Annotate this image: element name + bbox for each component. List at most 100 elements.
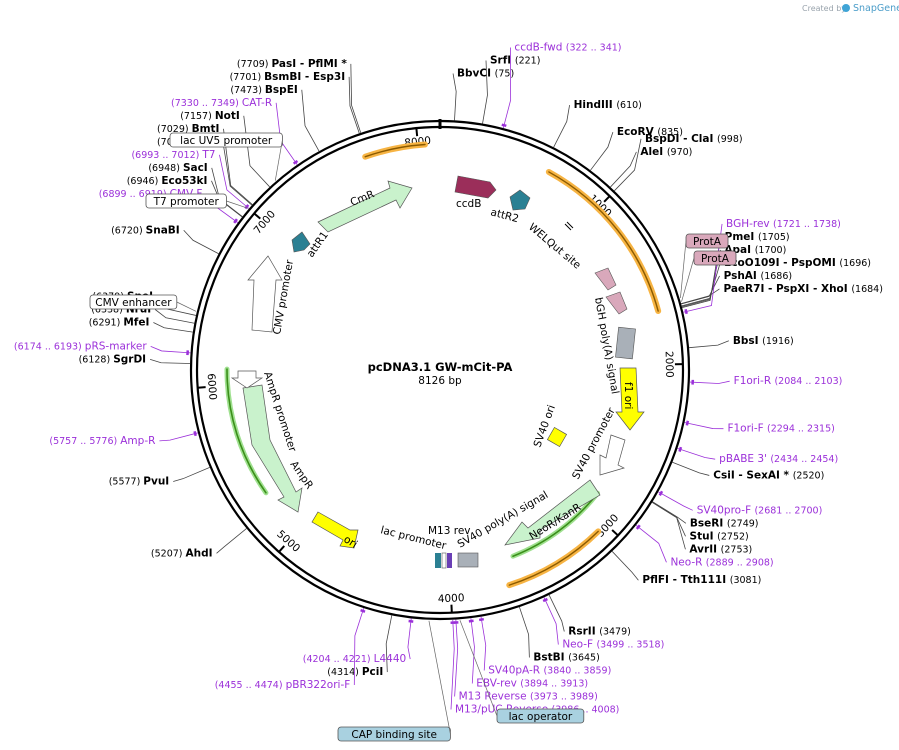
leader-line <box>350 63 362 134</box>
site-sgrdi[interactable]: (6128) SgrDI <box>79 353 191 365</box>
f1-ori-arrow <box>615 367 645 431</box>
site-ccdb-fwd[interactable]: ccdB-fwd (322 .. 341) <box>501 41 622 129</box>
site-csii[interactable]: CsiI - SexAI * (2520) <box>672 461 824 481</box>
site-name: SnaBI <box>146 224 180 236</box>
ori-arrow <box>311 511 359 549</box>
site-f1ori-r[interactable]: F1ori-R (2084 .. 2103) <box>689 375 843 387</box>
tick-label-2000: 2000 <box>663 351 676 378</box>
tick-6000 <box>197 386 206 389</box>
box-lac-uv5[interactable]: lac UV5 promoter <box>169 132 283 181</box>
site-alei[interactable]: AleI (970) <box>610 146 692 188</box>
site-location: (7029) <box>157 124 192 135</box>
site-location: (75) <box>495 68 515 79</box>
box-prota-2[interactable]: ProtA <box>681 250 737 302</box>
site-label: (6291) MfeI <box>89 317 150 329</box>
tick-label-6000: 6000 <box>205 373 219 401</box>
site-label: RsrII (3479) <box>568 626 631 638</box>
leader-line <box>353 607 365 686</box>
site-ahdi[interactable]: (5207) AhdI <box>151 528 247 559</box>
site-label: EBV-rev (3894 .. 3913) <box>476 678 588 690</box>
site-name: PshAI <box>724 270 761 282</box>
site-t7[interactable]: (6993 .. 7012) T7 <box>131 149 250 210</box>
tick-8000 <box>415 128 419 137</box>
site-name: PciI <box>362 666 383 678</box>
leader-line <box>243 115 271 188</box>
site-location: (3645) <box>568 653 600 664</box>
site-label: PmeI (1705) <box>725 231 790 243</box>
site-snabi[interactable]: (6720) SnaBI <box>111 224 219 255</box>
leader-line <box>651 502 686 550</box>
site-label: M13 Reverse (3973 .. 3989) <box>459 691 598 703</box>
site-f1ori-f[interactable]: F1ori-F (2294 .. 2315) <box>684 420 835 435</box>
box-prota-1[interactable]: ProtA <box>680 233 729 298</box>
box-lac-operator[interactable]: lac operator <box>459 620 585 724</box>
site-name: CAT-R <box>242 97 272 109</box>
box-cmv-enhancer[interactable]: CMV enhancer <box>89 294 197 312</box>
site-name: RsrII <box>568 626 599 638</box>
site-neo-f[interactable]: Neo-F (3499 .. 3518) <box>542 597 664 651</box>
site-bspdi[interactable]: BspDI - ClaI (998) <box>614 133 743 192</box>
site-bspei[interactable]: (7473) BspEI <box>230 84 320 152</box>
site-sv40pa-r[interactable]: SV40pA-R (3840 .. 3859) <box>478 616 611 677</box>
site-pbr322ori-f[interactable]: (4455 .. 4474) pBR322ori-F <box>215 607 366 691</box>
site-label: (6993 .. 7012) T7 <box>131 149 215 161</box>
site-bmti[interactable]: (7029) BmtI <box>157 123 253 205</box>
site-name: Eco53kI <box>161 175 207 187</box>
leader-line <box>482 60 488 124</box>
site-avrii[interactable]: AvrII (2753) <box>651 502 752 555</box>
site-sv40pro-f[interactable]: SV40pro-F (2681 .. 2700) <box>658 490 822 516</box>
site-l4440[interactable]: (4204 .. 4221) L4440 <box>303 618 414 665</box>
site-pshai[interactable]: PshAI (1686) <box>681 270 792 305</box>
site-name: L4440 <box>374 653 407 665</box>
site-bseri[interactable]: BseRI (2749) <box>652 501 759 530</box>
site-bbvci[interactable]: BbvCI (75) <box>452 67 515 121</box>
site-amp-r[interactable]: (5757 .. 5776) Amp-R <box>49 430 199 447</box>
site-label: (4455 .. 4474) pBR322ori-F <box>215 679 351 691</box>
leader-line <box>502 47 512 129</box>
site-label: (6720) SnaBI <box>111 224 180 236</box>
sv40-ori-box <box>546 426 568 448</box>
site-m13-reverse[interactable]: M13 Reverse (3973 .. 3989) <box>453 619 598 703</box>
site-name: AhdI <box>186 547 213 559</box>
site-ebv-rev[interactable]: EBV-rev (3894 .. 3913) <box>468 618 588 690</box>
label-f1-ori: f1 ori <box>622 382 634 409</box>
site-label: (5207) AhdI <box>151 547 213 559</box>
site-label: (6128) SgrDI <box>79 353 147 365</box>
box-leader <box>274 139 283 181</box>
site-pasi[interactable]: (7709) PasI - PflMI * <box>237 58 362 134</box>
site-bstbi[interactable]: BstBI (3645) <box>519 606 600 664</box>
box-t7-promoter[interactable]: T7 promoter <box>145 193 249 209</box>
site-bsmbi[interactable]: (7701) BsmBI - Esp3I <box>230 71 360 134</box>
site-name: EcoO109I - PspOMI <box>724 257 839 269</box>
tick-7000 <box>253 212 261 220</box>
site-location: (2681 .. 2700) <box>754 505 822 516</box>
site-neo-r[interactable]: Neo-R (2889 .. 2908) <box>635 524 774 568</box>
site-srfi[interactable]: SrfI (221) <box>482 54 541 124</box>
cmr-orf-line <box>364 143 426 158</box>
label-m13-rev: M13 rev <box>428 525 471 537</box>
site-name: SgrDI <box>113 353 146 365</box>
prota-arrow-1 <box>594 267 617 291</box>
site-location: (835) <box>657 127 683 138</box>
leader-line <box>658 491 693 511</box>
site-location: (6946) <box>127 176 162 187</box>
site-noti[interactable]: (7157) NotI <box>180 110 271 188</box>
site-pcii[interactable]: (4314) PciI <box>327 615 393 678</box>
site-prs-marker[interactable]: (6174 .. 6193) pRS-marker <box>14 340 191 356</box>
site-pbabe3[interactable]: pBABE 3' (2434 .. 2454) <box>677 446 838 465</box>
site-location: (5577) <box>109 477 144 488</box>
site-label: EcoO109I - PspOMI (1696) <box>724 257 871 269</box>
site-pvui[interactable]: (5577) PvuI <box>109 467 210 488</box>
box-cap-site[interactable]: CAP binding site <box>337 620 451 742</box>
site-mfei[interactable]: (6291) MfeI <box>89 317 193 333</box>
site-ecorv[interactable]: EcoRV (835) <box>590 126 683 171</box>
leader-line <box>684 422 724 430</box>
cmr-arrow <box>317 180 413 233</box>
site-name: BstBI <box>533 652 568 664</box>
attr2-arrow <box>509 189 531 211</box>
site-hindiii[interactable]: HindIII (610) <box>553 99 642 148</box>
site-pflfi[interactable]: PflFI - Tth111I (3081) <box>611 551 761 586</box>
site-bbsi[interactable]: BbsI (1916) <box>688 335 794 349</box>
site-rsrii[interactable]: RsrII (3479) <box>548 594 631 638</box>
tick-label-4000: 4000 <box>438 592 465 605</box>
